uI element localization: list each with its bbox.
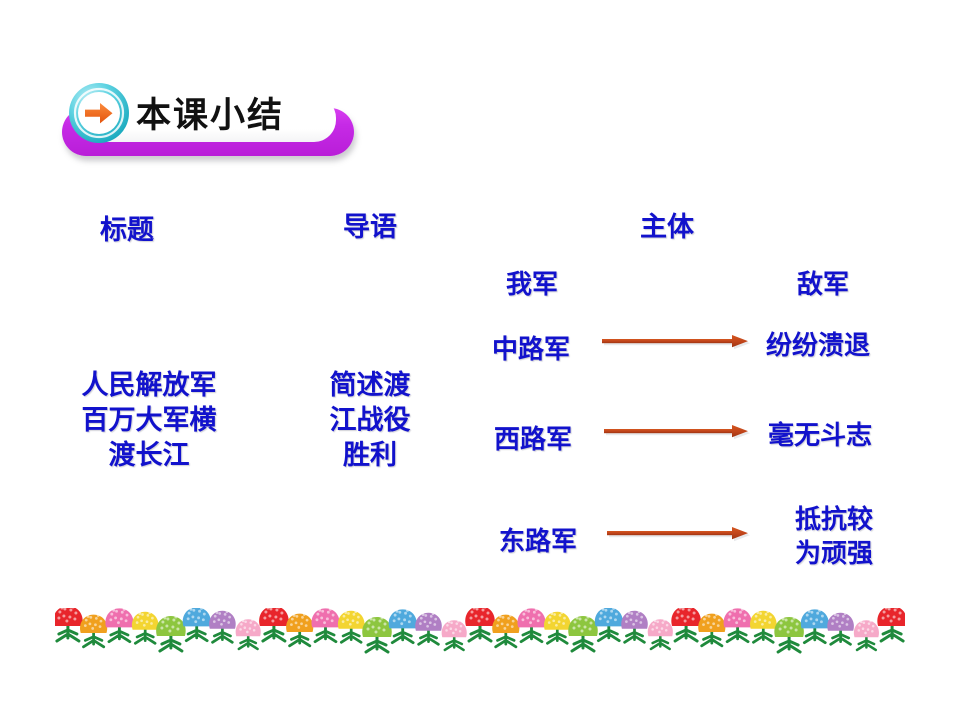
flower-icon xyxy=(568,615,598,653)
flower-icon xyxy=(80,614,108,649)
flower-icon xyxy=(594,608,623,643)
row-our-army-label: 中路军 xyxy=(492,335,571,365)
subheader-our-army: 我军 xyxy=(506,270,559,300)
flower-icon xyxy=(55,608,83,643)
column-header-title: 标题 xyxy=(100,215,154,246)
flower-icon xyxy=(827,612,854,646)
flower-icon xyxy=(465,608,495,643)
flower-icon xyxy=(156,615,186,653)
row-our-army-label: 西路军 xyxy=(494,425,573,455)
flower-icon xyxy=(286,613,314,648)
flower-icon xyxy=(362,616,392,654)
flower-icon xyxy=(774,616,804,654)
flower-icon xyxy=(415,612,442,646)
flower-icon xyxy=(492,614,520,649)
banner-title-text: 本课小结 xyxy=(136,96,285,136)
row-enemy-result: 纷纷溃退 xyxy=(766,329,870,363)
lead-line: 江战役 xyxy=(329,405,411,436)
enemy-result-line: 抵抗较 xyxy=(794,505,873,535)
row-enemy-result: 毫无斗志 xyxy=(768,419,872,453)
enemy-result-line: 纷纷溃退 xyxy=(766,331,871,361)
flower-icon xyxy=(131,611,159,645)
title-line: 百万大军横 xyxy=(81,405,217,436)
title-column-content: 人民解放军 百万大军横 渡长江 xyxy=(54,368,244,473)
lead-column-content: 简述渡 江战役 胜利 xyxy=(305,368,435,473)
subheader-enemy-army: 敌军 xyxy=(797,270,850,300)
flower-icon xyxy=(311,608,340,644)
flower-icon xyxy=(877,608,905,643)
enemy-result-line: 毫无斗志 xyxy=(768,421,873,451)
arrow-right-icon xyxy=(607,524,762,544)
flower-icon xyxy=(182,608,211,643)
flower-icon xyxy=(517,608,546,644)
flower-icon xyxy=(105,608,134,644)
flower-icon xyxy=(621,610,648,644)
flower-icon xyxy=(235,618,261,651)
row-enemy-result: 抵抗较 为顽强 xyxy=(782,503,886,571)
lead-line: 简述渡 xyxy=(329,370,411,401)
lead-line: 胜利 xyxy=(343,440,397,471)
flower-icon xyxy=(647,618,673,651)
flower-icon xyxy=(544,611,571,645)
flower-icon xyxy=(441,619,467,652)
flower-icon xyxy=(800,608,829,645)
flower-icon xyxy=(209,610,236,644)
flower-icon xyxy=(723,608,752,644)
flower-icon xyxy=(750,610,777,644)
column-header-body: 主体 xyxy=(640,212,694,243)
flower-icon xyxy=(259,608,289,643)
arrow-right-icon xyxy=(602,332,762,352)
flower-icon xyxy=(671,608,701,643)
arrow-right-icon xyxy=(604,422,762,442)
flower-icon xyxy=(337,610,365,644)
enemy-result-line: 为顽强 xyxy=(794,539,873,569)
flower-icon xyxy=(388,608,417,645)
flower-icon xyxy=(853,619,879,652)
column-header-lead: 导语 xyxy=(343,212,397,243)
title-line: 渡长江 xyxy=(108,440,190,471)
arrow-right-circle-icon xyxy=(68,82,130,144)
flower-border-decoration xyxy=(55,608,905,660)
title-line: 人民解放军 xyxy=(81,370,217,401)
lesson-summary-banner: 本课小结 xyxy=(62,82,354,160)
row-our-army-label: 东路军 xyxy=(499,527,578,557)
flower-icon xyxy=(698,613,726,648)
